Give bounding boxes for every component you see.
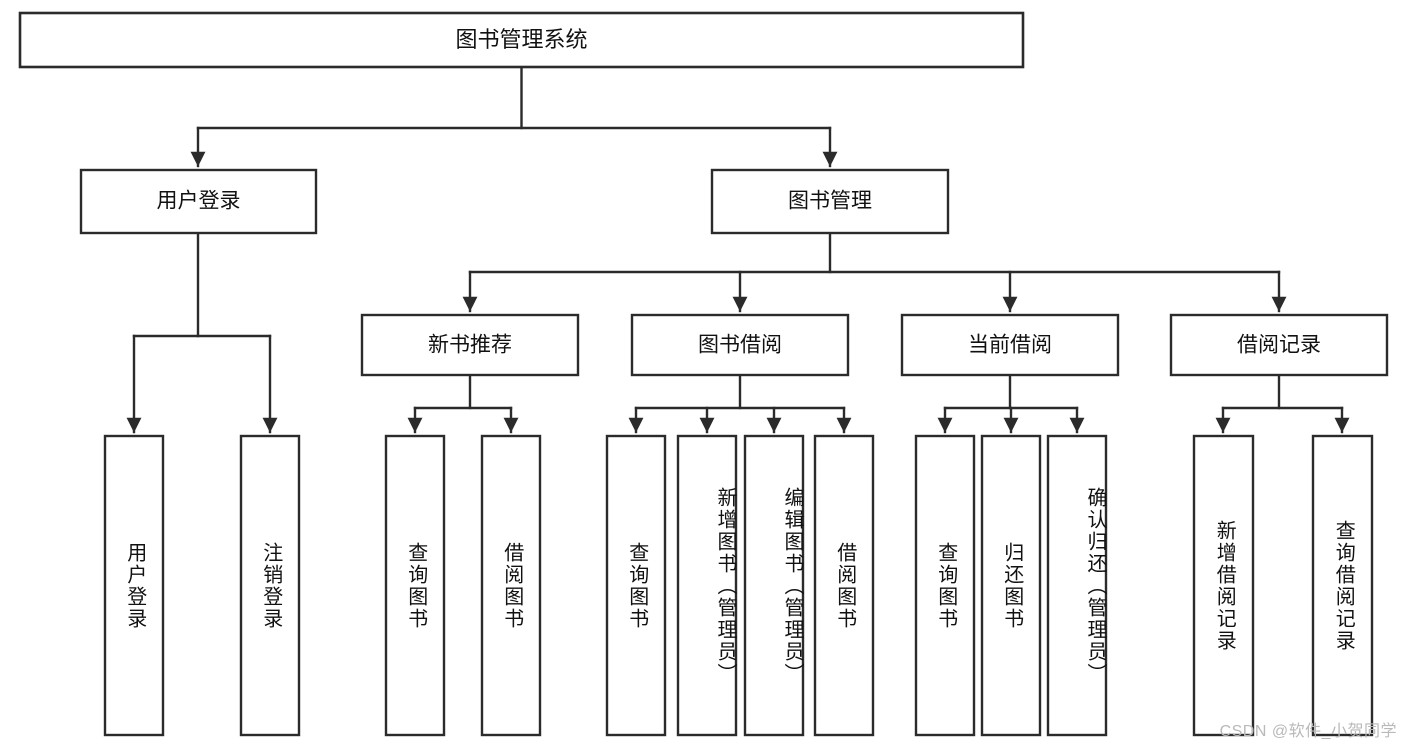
node-book-borrow-label: 图书借阅 [698, 334, 782, 357]
leaf-box-user-logout[interactable] [239, 434, 301, 737]
node-new-book-recommend-label: 新书推荐 [428, 334, 512, 357]
node-borrow-record[interactable]: 借阅记录 [1169, 313, 1389, 377]
node-current-borrow-box[interactable] [900, 313, 1120, 377]
leaf-box-return-book[interactable] [980, 434, 1042, 737]
node-borrow-record-box[interactable] [1169, 313, 1389, 377]
leaf-box-query-book-new[interactable] [384, 434, 446, 737]
node-book-manage[interactable]: 图书管理 [710, 168, 950, 235]
csdn-watermark: CSDN @软件_小贺同学 [1219, 723, 1397, 740]
leaf-box-borrow-book-new[interactable] [480, 434, 542, 737]
node-new-book-recommend[interactable]: 新书推荐 [360, 313, 580, 377]
node-current-borrow-label: 当前借阅 [968, 334, 1052, 357]
leaf-box-user-login[interactable] [103, 434, 165, 737]
node-root[interactable]: 图书管理系统 [18, 11, 1025, 69]
node-book-manage-label: 图书管理 [788, 190, 872, 213]
connector-layer [126, 65, 1350, 434]
node-book-manage-box[interactable] [710, 168, 950, 235]
node-borrow-record-label: 借阅记录 [1237, 334, 1321, 357]
node-user-login-label: 用户登录 [157, 190, 241, 213]
node-book-borrow-box[interactable] [630, 313, 850, 377]
node-book-borrow[interactable]: 图书借阅 [630, 313, 850, 377]
leaf-box-query-borrow-record[interactable] [1311, 434, 1374, 737]
leaf-box-query-book-borrow[interactable] [605, 434, 667, 737]
node-current-borrow[interactable]: 当前借阅 [900, 313, 1120, 377]
node-new-book-recommend-box[interactable] [360, 313, 580, 377]
node-root-box[interactable] [18, 11, 1025, 69]
node-user-login[interactable]: 用户登录 [79, 168, 318, 235]
node-user-login-box[interactable] [79, 168, 318, 235]
leaf-box-add-book-admin[interactable] [676, 434, 738, 737]
leaf-box-add-borrow-record[interactable] [1192, 434, 1255, 737]
leaf-box-edit-book-admin[interactable] [743, 434, 805, 737]
leaf-box-borrow-book[interactable] [813, 434, 875, 737]
leaf-box-confirm-return-admin[interactable] [1046, 434, 1108, 737]
leaf-box-query-book-current[interactable] [914, 434, 976, 737]
leaf-box-layer [103, 434, 1374, 737]
node-root-label: 图书管理系统 [455, 27, 587, 52]
